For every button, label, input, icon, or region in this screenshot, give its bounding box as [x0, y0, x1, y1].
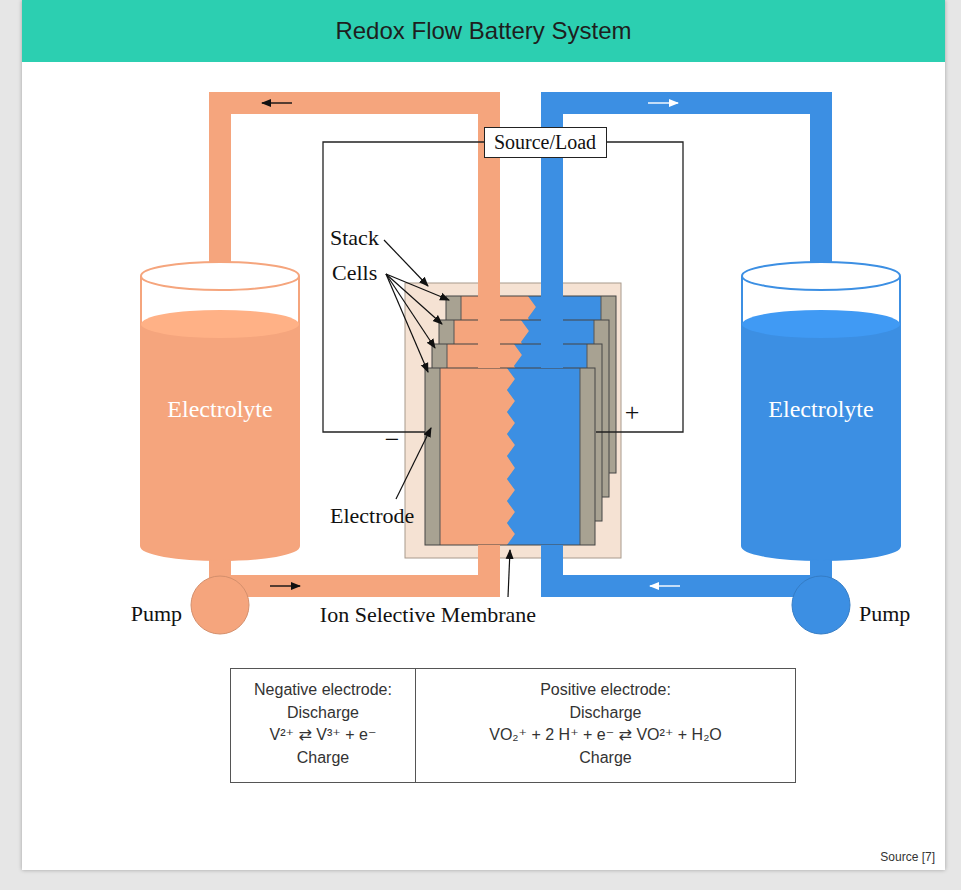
front-cell — [425, 368, 595, 545]
label-holder: Cells — [332, 260, 377, 286]
reaction-text: Positive electrode: — [540, 679, 671, 702]
pump-label-holder: Pump — [859, 601, 910, 627]
pump-body — [792, 576, 850, 634]
part-label: Stack — [330, 225, 379, 251]
pipe-connector — [209, 560, 231, 578]
flow-arrow — [262, 102, 292, 103]
reaction-text: V²⁺ ⇄ V³⁺ + e⁻ — [270, 724, 377, 747]
pump: Pump — [190, 575, 250, 635]
label-holder: Ion Selective Membrane — [320, 602, 536, 628]
electrolyte-tank: Electrolyte — [140, 262, 300, 560]
leader-line — [386, 274, 428, 372]
tank-lid — [742, 262, 900, 290]
reaction-text: Charge — [579, 747, 631, 770]
pump-label-holder: Pump — [131, 601, 182, 627]
label-holder: Electrode — [330, 503, 414, 529]
pipe-connector — [810, 560, 832, 578]
label-holder: Stack — [330, 225, 379, 251]
flow-arrow — [270, 585, 300, 586]
reaction-text: Negative electrode: — [254, 679, 392, 702]
liquid-surface — [141, 310, 299, 338]
terminal-sign: − — [385, 425, 400, 455]
reaction-text: Discharge — [287, 702, 359, 725]
node-label: Electrolyte — [167, 396, 272, 423]
flow-arrow — [650, 585, 680, 586]
reaction-text: Discharge — [569, 702, 641, 725]
part-label: Cells — [332, 260, 377, 286]
pump-shape — [791, 575, 851, 635]
part-label: Electrode — [330, 503, 414, 529]
node-label: Pump — [131, 601, 182, 627]
node-label: Source/Load — [494, 131, 596, 154]
caption-holder: Source [7] — [840, 850, 935, 864]
flow-arrow — [648, 102, 678, 103]
reaction-text: VO₂⁺ + 2 H⁺ + e⁻ ⇄ VO²⁺ + H₂O — [489, 724, 722, 747]
stack-housing — [405, 283, 621, 558]
leader-line — [396, 428, 431, 499]
reaction-table-cell: Positive electrode:DischargeVO₂⁺ + 2 H⁺ … — [415, 668, 796, 783]
electrolyte-tank: Electrolyte — [741, 262, 901, 560]
tank-lid — [141, 262, 299, 290]
leader-line — [384, 240, 428, 286]
title-holder: Redox Flow Battery System — [22, 0, 945, 62]
diagram-title: Redox Flow Battery System — [335, 17, 631, 45]
label-holder: − — [385, 425, 400, 455]
tank-liquid — [742, 324, 900, 560]
reaction-text: Charge — [297, 747, 349, 770]
tank-body — [742, 276, 900, 560]
leader-line — [386, 274, 435, 348]
source-load-box: Source/Load — [484, 127, 607, 158]
terminal-sign: + — [625, 398, 640, 428]
source-caption: Source [7] — [880, 850, 935, 864]
tank-body — [141, 276, 299, 560]
part-label: Ion Selective Membrane — [320, 602, 536, 628]
pump-body — [191, 576, 249, 634]
load-wire — [323, 142, 683, 432]
reaction-table-cell: Negative electrode:DischargeV²⁺ ⇄ V³⁺ + … — [230, 668, 416, 783]
label-holder: + — [625, 398, 640, 428]
pump-shape — [190, 575, 250, 635]
node-label: Pump — [859, 601, 910, 627]
pump: Pump — [791, 575, 851, 635]
liquid-surface — [742, 310, 900, 338]
tank-liquid — [141, 324, 299, 560]
leader-line — [508, 550, 510, 597]
node-label: Electrolyte — [768, 396, 873, 423]
